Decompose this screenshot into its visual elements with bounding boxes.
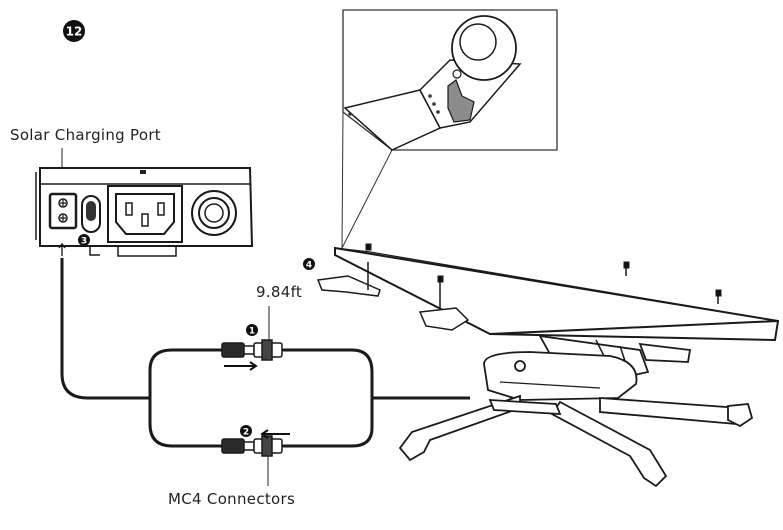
step-number: 12: [66, 25, 83, 39]
connect-arrow-right: [224, 362, 256, 370]
callout-3: 3: [81, 237, 87, 247]
power-station-panel: [36, 168, 252, 256]
connect-arrow-left: [262, 430, 290, 438]
solar-input-cable: [62, 258, 150, 398]
connectors-label: MC4 Connectors: [168, 490, 295, 508]
cable-length-label: 9.84ft: [256, 283, 302, 301]
tripod-mount: [400, 336, 752, 486]
detail-inset: [342, 10, 557, 248]
callout-2: 2: [243, 428, 249, 438]
solar-port-label: Solar Charging Port: [10, 126, 161, 144]
mc4-connector-top: [222, 340, 282, 360]
plug-in-arrow: [59, 244, 65, 256]
callout-4: 4: [306, 261, 312, 271]
callout-4-badge: 4: [303, 258, 315, 271]
step-badge: 12: [63, 20, 85, 42]
mc4-connector-bottom: [222, 436, 282, 456]
callout-1-badge: 1: [246, 324, 258, 337]
callout-1: 1: [249, 327, 255, 337]
solar-panel: [318, 244, 778, 340]
callout-2-badge: 2: [240, 425, 252, 438]
